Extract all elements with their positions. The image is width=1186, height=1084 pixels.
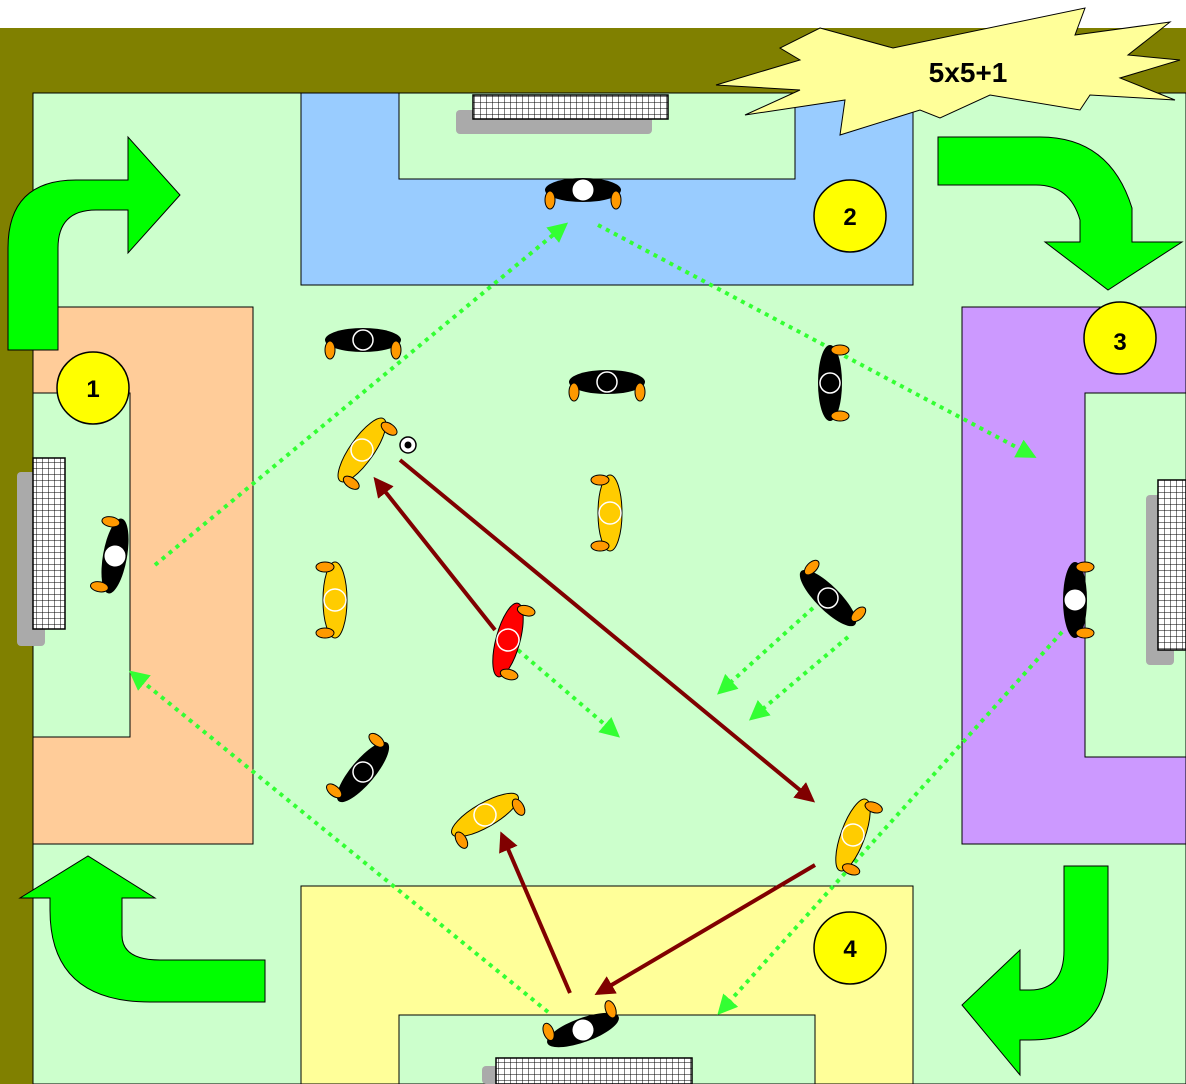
goalkeeper-1 (89, 514, 134, 597)
zone-badge-4: 4 (813, 911, 887, 985)
run-line (153, 222, 569, 567)
pass-line (398, 458, 816, 803)
rotation-arrow-bottom-left (18, 855, 266, 1003)
zone-label-2: 2 (843, 204, 856, 231)
zone-label-3: 3 (1113, 329, 1126, 356)
pass-lines (373, 458, 817, 996)
player-black (324, 327, 402, 360)
zone-label-1: 1 (86, 376, 99, 403)
goal-net-4 (495, 1057, 693, 1084)
goal-net-1 (32, 457, 66, 630)
run-line (748, 635, 850, 721)
ball (399, 436, 417, 454)
run-line (717, 630, 1064, 1015)
zone-badge-2: 2 (813, 179, 887, 253)
title-label: 5x5+1 (929, 57, 1008, 88)
player-yellow (315, 561, 348, 639)
zone-badge-3: 3 (1083, 301, 1157, 375)
run-lines (128, 222, 1064, 1015)
run-line (516, 648, 621, 738)
rotation-arrow-top-right (937, 136, 1184, 291)
player-black (817, 344, 850, 422)
player-black (323, 730, 398, 810)
player-yellow (828, 794, 885, 878)
goalkeeper-2 (544, 177, 622, 210)
player-black (568, 369, 646, 402)
run-line (597, 223, 1037, 458)
pass-line (373, 476, 497, 632)
run-line (717, 606, 815, 695)
player-neutral (486, 599, 537, 683)
player-yellow (445, 785, 528, 851)
player-yellow (590, 474, 623, 552)
pass-line (499, 831, 572, 994)
goalkeeper-4 (540, 998, 624, 1055)
goalkeeper-3 (1062, 561, 1095, 639)
title-starburst (715, 7, 1181, 136)
goal-net-3 (1157, 479, 1186, 651)
rotation-arrow-bottom-right (961, 865, 1109, 1077)
goal-net-2 (472, 94, 669, 120)
player-black (792, 557, 869, 634)
zone-label-4: 4 (843, 936, 857, 963)
pass-line (594, 863, 817, 996)
player-yellow (329, 411, 400, 493)
zone-badge-1: 1 (56, 351, 130, 425)
rotation-arrow-top-left (7, 135, 181, 351)
